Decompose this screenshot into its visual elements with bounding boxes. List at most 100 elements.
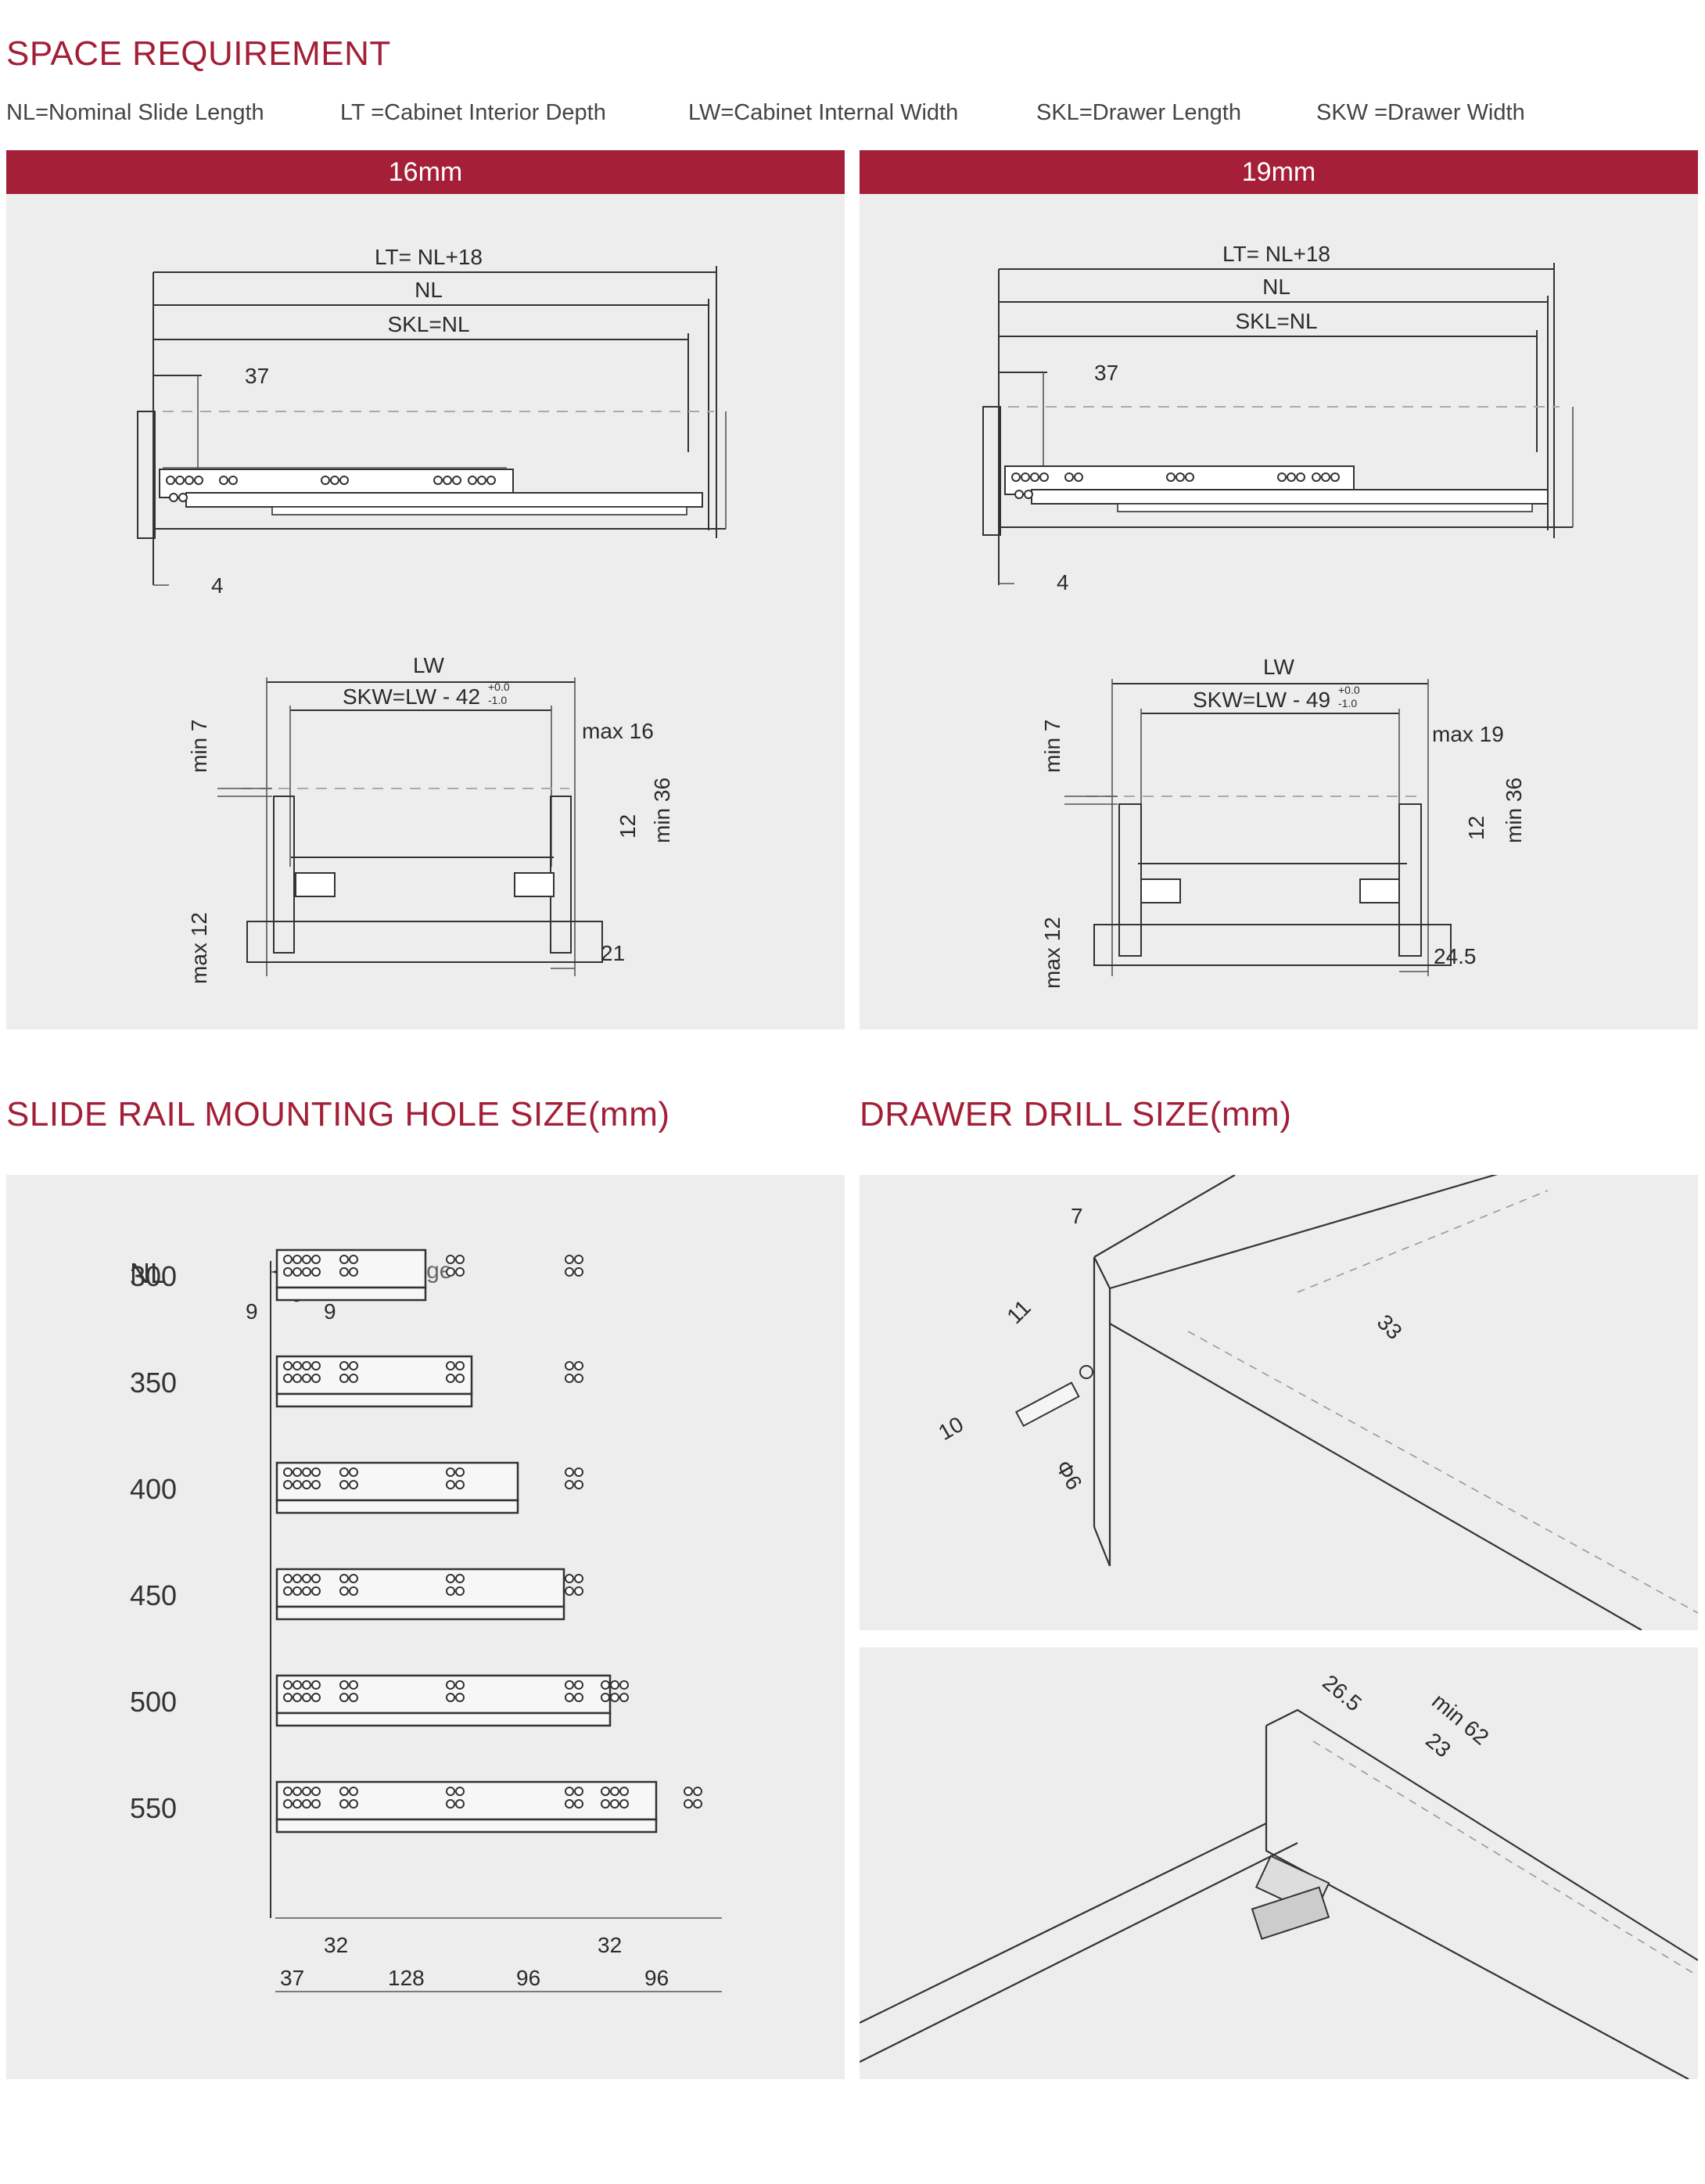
mount-hole bbox=[693, 1799, 702, 1809]
mount-hole bbox=[574, 1693, 583, 1702]
skl-label: SKL=NL bbox=[387, 312, 469, 336]
mount-hole bbox=[574, 1574, 583, 1583]
mount-hole bbox=[610, 1693, 619, 1702]
header-19mm: 19mm bbox=[860, 150, 1698, 194]
side-view-16mm: LT= NL+18 NL SKL=NL 37 bbox=[137, 245, 727, 598]
mount-hole bbox=[283, 1693, 293, 1702]
mount-hole bbox=[283, 1799, 293, 1809]
mount-hole bbox=[302, 1693, 311, 1702]
panel-drill-lower: 26.5 min 62 23 bbox=[859, 1647, 1699, 2080]
mount-hole bbox=[565, 1574, 574, 1583]
mount-hole bbox=[574, 1374, 583, 1383]
mount-hole bbox=[302, 1480, 311, 1489]
mount-hole bbox=[311, 1255, 321, 1264]
mount-hole bbox=[446, 1255, 455, 1264]
mount-hole bbox=[339, 1693, 349, 1702]
rail-lower-550 bbox=[275, 1818, 658, 1834]
mount-hole bbox=[349, 1255, 358, 1264]
mount-hole bbox=[311, 1586, 321, 1596]
mounting-diagram: NL Cabinet edge 9 9 9 300350400450500550… bbox=[130, 1248, 722, 1992]
mount-hole bbox=[565, 1467, 574, 1477]
mount-hole bbox=[302, 1361, 311, 1370]
mount-hole bbox=[693, 1787, 702, 1796]
dim-32-a: 32 bbox=[324, 1933, 348, 1957]
rail-lower-300 bbox=[275, 1286, 427, 1302]
mount-hole bbox=[446, 1267, 455, 1277]
panel-16mm: LT= NL+18 NL SKL=NL 37 bbox=[6, 194, 845, 1029]
mount-hole bbox=[574, 1361, 583, 1370]
rail-450 bbox=[275, 1568, 565, 1608]
mount-hole bbox=[619, 1787, 629, 1796]
mount-hole bbox=[446, 1787, 455, 1796]
mount-hole bbox=[311, 1693, 321, 1702]
mount-hole bbox=[610, 1799, 619, 1809]
mount-hole bbox=[349, 1680, 358, 1690]
rail-550 bbox=[275, 1780, 658, 1821]
tol-top: +0.0 bbox=[488, 681, 510, 693]
diagram-19mm: LT= NL+18 NL SKL=NL 37 bbox=[982, 242, 1574, 989]
min-top-label: min 7 bbox=[1040, 720, 1064, 773]
mount-hole bbox=[339, 1374, 349, 1383]
mount-hole bbox=[574, 1787, 583, 1796]
min-top-label: min 7 bbox=[187, 720, 211, 773]
diagram-16mm: LT= NL+18 NL SKL=NL 37 bbox=[137, 245, 727, 984]
side-clear-label: 24.5 bbox=[1434, 944, 1477, 968]
mount-hole bbox=[565, 1799, 574, 1809]
mount-hole bbox=[311, 1787, 321, 1796]
mount-hole bbox=[455, 1361, 465, 1370]
mount-hole bbox=[455, 1693, 465, 1702]
rail-lower-400 bbox=[275, 1499, 519, 1514]
mount-hole bbox=[293, 1467, 302, 1477]
mount-hole bbox=[565, 1267, 574, 1277]
skw-label: SKW=LW - 42 bbox=[343, 684, 480, 709]
mount-hole bbox=[349, 1374, 358, 1383]
mount-hole bbox=[283, 1361, 293, 1370]
dim-23: 23 bbox=[1421, 1728, 1456, 1762]
mount-hole bbox=[565, 1680, 574, 1690]
mount-hole bbox=[455, 1374, 465, 1383]
dim-96-b: 96 bbox=[644, 1966, 669, 1990]
mount-hole bbox=[446, 1480, 455, 1489]
mount-hole bbox=[610, 1680, 619, 1690]
mount-hole bbox=[339, 1480, 349, 1489]
mount-hole bbox=[455, 1586, 465, 1596]
max-side-label: max 16 bbox=[582, 719, 654, 743]
mount-hole bbox=[339, 1361, 349, 1370]
mount-hole bbox=[302, 1267, 311, 1277]
side-clear-label: 21 bbox=[601, 941, 625, 965]
mount-hole bbox=[339, 1787, 349, 1796]
mount-hole bbox=[565, 1787, 574, 1796]
front-view-19mm: LW SKW=LW - 49 +0.0 -1.0 max 19 min 7 mi… bbox=[1040, 655, 1526, 989]
offset-37-label: 37 bbox=[1094, 361, 1118, 385]
mount-hole bbox=[455, 1255, 465, 1264]
mount-hole bbox=[339, 1574, 349, 1583]
drill-title: DRAWER DRILL SIZE(mm) bbox=[860, 1095, 1292, 1133]
mount-hole bbox=[311, 1374, 321, 1383]
lt-label: LT= NL+18 bbox=[375, 245, 483, 269]
mount-hole bbox=[565, 1693, 574, 1702]
mount-hole bbox=[283, 1680, 293, 1690]
mount-hole bbox=[302, 1680, 311, 1690]
mount-hole bbox=[293, 1374, 302, 1383]
mount-hole bbox=[446, 1574, 455, 1583]
mount-hole bbox=[293, 1799, 302, 1809]
mount-hole bbox=[349, 1574, 358, 1583]
mount-hole bbox=[446, 1467, 455, 1477]
mount-hole bbox=[601, 1693, 610, 1702]
mount-hole bbox=[293, 1361, 302, 1370]
rail-lower-500 bbox=[275, 1712, 612, 1727]
mount-hole bbox=[302, 1574, 311, 1583]
mount-hole bbox=[455, 1480, 465, 1489]
length-label-400: 400 bbox=[130, 1473, 177, 1505]
drill-diagram-upper: 7 11 33 10 Φ6 bbox=[935, 1158, 1699, 1631]
mount-hole bbox=[302, 1255, 311, 1264]
mount-hole bbox=[619, 1799, 629, 1809]
dim-128: 128 bbox=[388, 1966, 425, 1990]
legend-skl: SKL=Drawer Length bbox=[1036, 100, 1241, 125]
min-height-label: min 36 bbox=[1502, 778, 1526, 843]
mount-hole bbox=[349, 1467, 358, 1477]
panel-drill-upper: 7 11 33 10 Φ6 bbox=[860, 1158, 1699, 1631]
mount-hole bbox=[601, 1799, 610, 1809]
offset-37-label: 37 bbox=[245, 364, 269, 388]
